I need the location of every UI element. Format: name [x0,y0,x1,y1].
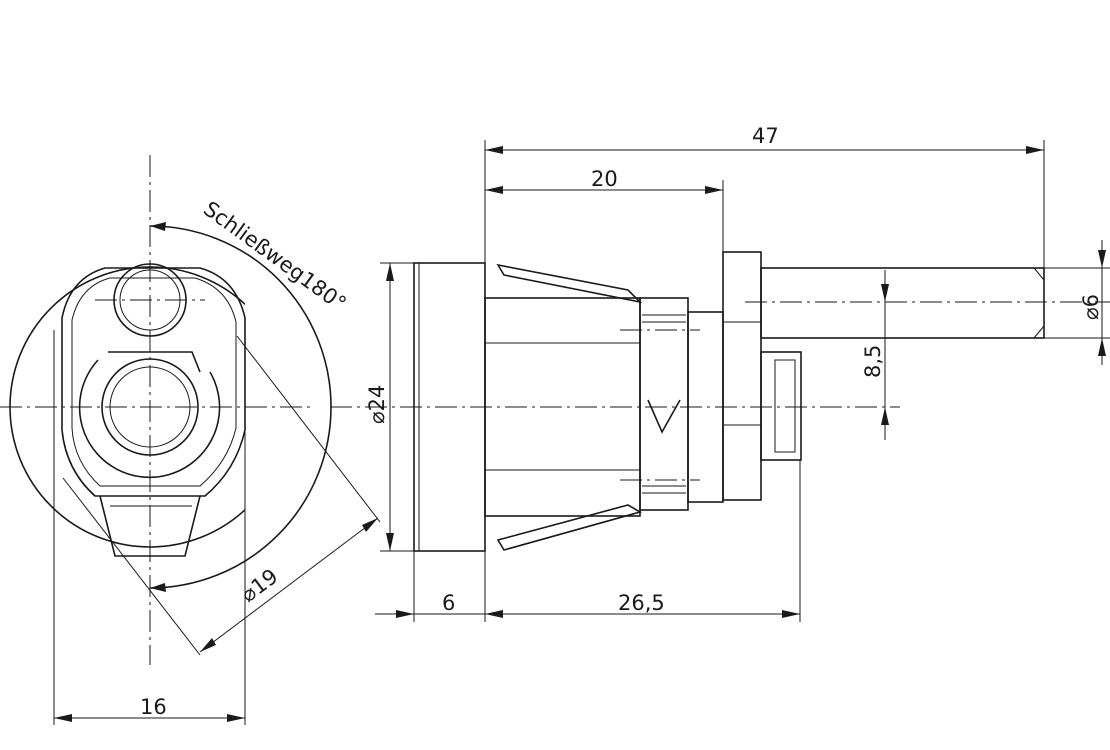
offset8-5-arrow-bottom [881,407,889,425]
dia19-extension-2 [62,477,201,656]
lock-body-outline [61,267,246,497]
front-flange-circle [9,266,245,548]
spring-clip-bottom [496,504,643,551]
dia24-arrow-top [386,263,394,281]
dia19-label: ⌀19 [237,564,283,607]
len26-5-label: 26,5 [618,591,665,615]
closing-arc-arrow-bottom [150,583,166,592]
len26-arrow-right [782,610,800,618]
offset8-5-arrow-top [881,284,889,302]
dia19-arrow-1 [200,638,216,652]
len6-arrow-left [396,610,414,618]
side-view [330,140,1110,622]
len20-arrow-left [485,186,503,194]
width16-arrow-left [54,714,72,722]
closing-arc-arrow-top [150,222,166,231]
cylinder-inner [109,366,191,448]
dia19-arrow-2 [362,518,378,532]
dia19-extension-1 [236,335,381,523]
dia24-label: ⌀24 [365,385,389,424]
dia6-label: ⌀6 [1079,294,1103,320]
dia6-arrow-top [1098,250,1106,268]
len47-label: 47 [752,124,779,148]
dia6-arrow-bottom [1098,338,1106,356]
cylinder-outer [101,358,199,456]
cam-shaft [760,267,1045,339]
dia24-arrow-bottom [386,533,394,551]
upper-bore-inner [119,269,181,331]
lock-tab [99,495,201,557]
width16-arrow-right [227,714,245,722]
offset8-5-label: 8,5 [861,345,885,378]
v-notch [647,399,681,434]
spring-clip-top [496,263,643,304]
len47-arrow-left [485,146,503,154]
len47-arrow-right [1026,146,1044,154]
dia19-dimension-line [199,517,379,653]
cylinder-top-notch [108,351,201,373]
stub [760,351,802,461]
len6-arrow-right [485,610,503,618]
shaft-chamfer-top [1033,267,1045,281]
upper-bore-outer [113,263,187,337]
stub-inner [774,359,796,453]
hex-nut [722,251,762,501]
shaft-chamfer-bottom [1033,325,1045,339]
len20-arrow-right [705,186,723,194]
len6-label: 6 [442,591,455,615]
cylinder-retaining-ring [78,359,221,479]
len20-label: 20 [591,167,618,191]
width16-label: 16 [140,695,167,719]
lock-body-inner-outline [71,277,237,487]
closing-path-label: Schließweg180° [199,197,351,316]
front-view [0,155,381,725]
